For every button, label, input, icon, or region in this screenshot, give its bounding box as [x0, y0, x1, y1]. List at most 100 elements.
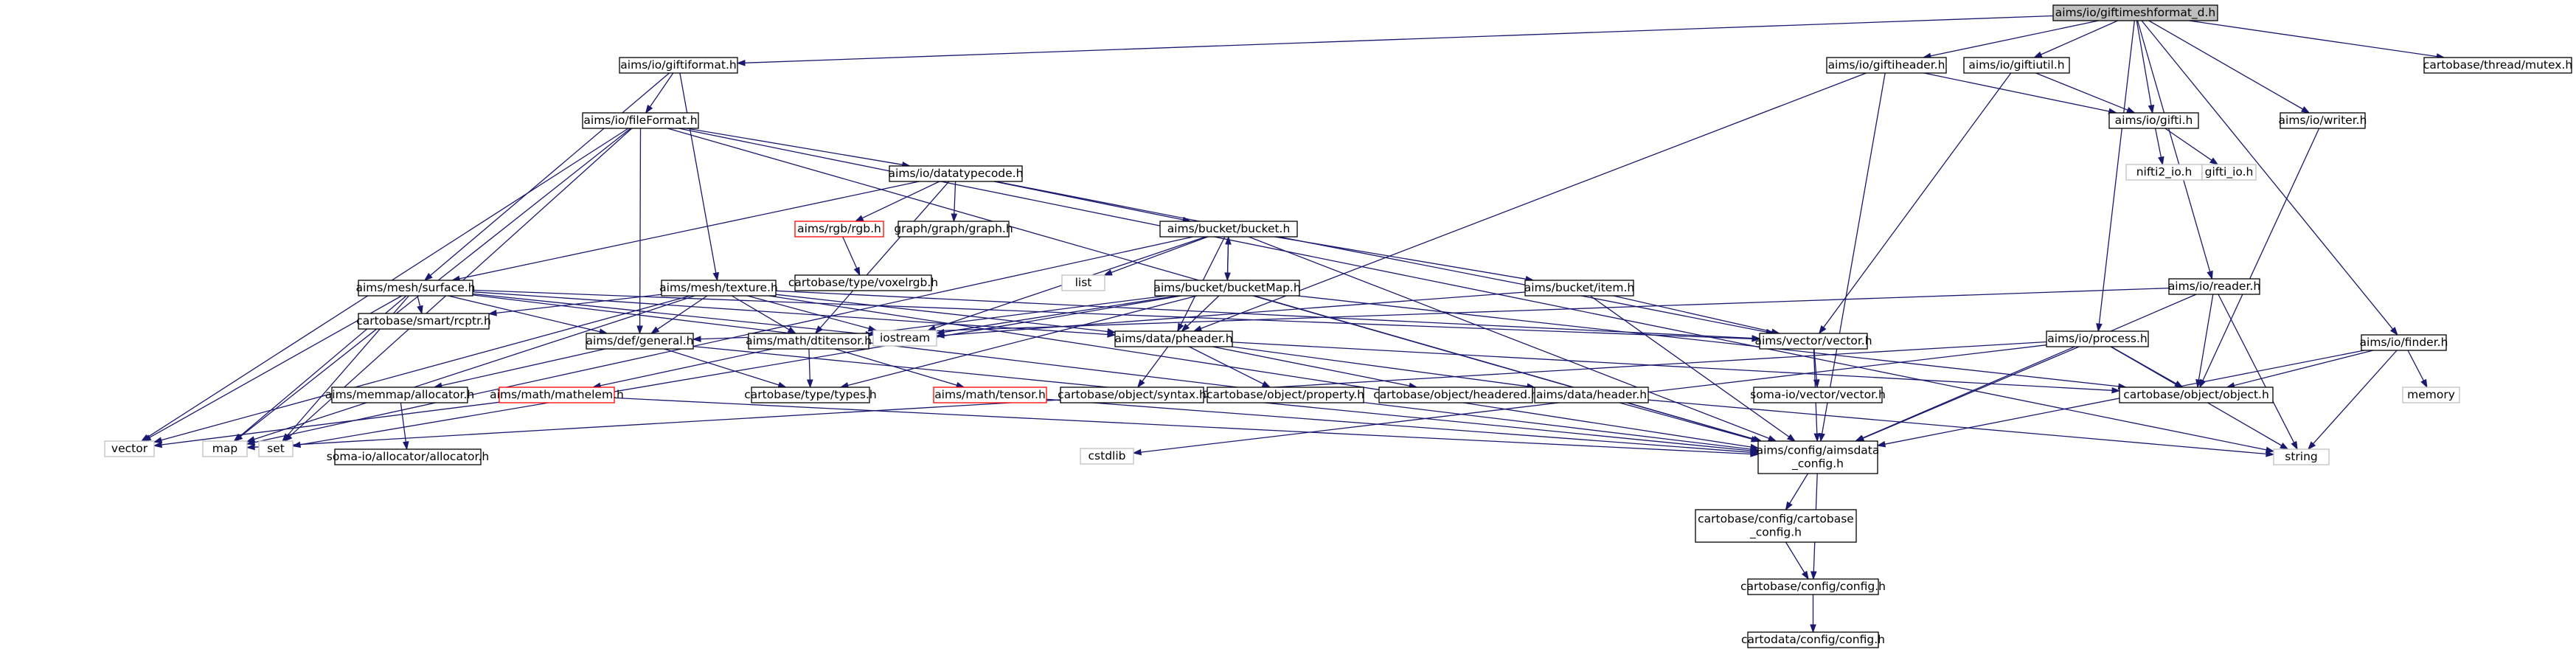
node-cbconfig[interactable]: cartobase/config/config.h	[1740, 578, 1886, 595]
node-vector_h[interactable]: aims/vector/vector.h	[1754, 333, 1872, 350]
node-mathelem[interactable]: aims/math/mathelem.h	[490, 387, 624, 403]
node-box	[202, 440, 248, 457]
node-cstdlib[interactable]: cstdlib	[1080, 448, 1134, 465]
edge-line	[161, 401, 500, 446]
edge-fileformat-to-datatypecode	[686, 128, 912, 168]
edge-line	[649, 72, 674, 108]
edge-dtitensor-to-types	[806, 348, 813, 389]
node-giftiformat[interactable]: aims/io/giftiformat.h	[619, 57, 738, 74]
edge-line	[1613, 295, 1773, 333]
node-headered[interactable]: cartobase/object/headered.h	[1373, 387, 1538, 403]
node-box	[2046, 330, 2149, 347]
edge-line	[1821, 72, 1886, 434]
arrowhead	[246, 443, 255, 451]
arrowhead	[1177, 322, 1184, 333]
node-dtitensor[interactable]: aims/math/dtitensor.h	[746, 333, 872, 350]
node-surface[interactable]: aims/mesh/surface.h	[356, 280, 476, 297]
node-giftiutil[interactable]: aims/io/giftiutil.h	[1963, 57, 2070, 74]
node-process[interactable]: aims/io/process.h	[2046, 330, 2149, 347]
node-memory[interactable]: memory	[2402, 387, 2460, 403]
arrowhead	[2280, 443, 2289, 450]
edge-root-to-mutex	[2189, 20, 2445, 60]
node-somavector[interactable]: soma-io/vector/vector.h	[1750, 387, 1886, 403]
node-tensor[interactable]: aims/math/tensor.h	[933, 387, 1047, 403]
edge-line	[459, 181, 920, 280]
node-map[interactable]: map	[202, 440, 248, 457]
node-header[interactable]: aims/data/header.h	[1534, 387, 1649, 403]
node-rcptr[interactable]: cartobase/smart/rcptr.h	[356, 313, 491, 330]
node-property[interactable]: cartobase/object/property.h	[1207, 387, 1364, 403]
node-datatypecode[interactable]: aims/io/datatypecode.h	[889, 165, 1024, 182]
arrowhead	[423, 272, 433, 281]
node-somaalloc[interactable]: soma-io/allocator/allocator.h	[327, 448, 489, 465]
edge-line	[664, 348, 780, 386]
arrowhead	[1107, 328, 1117, 335]
node-giftiheader[interactable]: aims/io/giftiheader.h	[1826, 57, 1947, 74]
node-giftiio[interactable]: gifti_io.h	[2201, 164, 2257, 181]
arrowhead	[2389, 327, 2398, 336]
node-writer[interactable]: aims/io/writer.h	[2279, 112, 2367, 129]
arrowhead	[233, 433, 243, 442]
edge-line	[744, 15, 2054, 63]
node-aimsdata[interactable]: aims/config/aimsdata_config.h	[1757, 440, 1880, 474]
node-label: aims/io/reader.h	[2168, 280, 2260, 293]
node-list[interactable]: list	[1061, 274, 1105, 291]
node-box	[2402, 387, 2460, 403]
node-box	[104, 440, 155, 457]
node-label: aims/io/giftimeshformat_d.h	[2055, 6, 2216, 20]
node-item[interactable]: aims/bucket/item.h	[1524, 280, 1634, 297]
node-string[interactable]: string	[2273, 448, 2330, 465]
node-label: memory	[2407, 388, 2455, 401]
node-pheader[interactable]: aims/data/pheader.h	[1114, 330, 1233, 347]
edge-datatypecode-to-bucket	[993, 181, 1192, 223]
node-iostream[interactable]: iostream	[872, 330, 937, 347]
edge-line	[1212, 346, 1410, 387]
node-types[interactable]: cartobase/type/types.h	[744, 387, 877, 403]
node-bucket[interactable]: aims/bucket/bucket.h	[1159, 221, 1298, 238]
node-cartobaseconfig[interactable]: cartobase/config/cartobase_config.h	[1695, 509, 1857, 543]
arrowhead	[1811, 571, 1817, 581]
node-label: vector	[111, 442, 148, 455]
arrowhead	[1876, 440, 1886, 448]
node-texture[interactable]: aims/mesh/texture.h	[659, 280, 778, 297]
edge-dtitensor-to-tensor	[834, 348, 965, 389]
node-reader[interactable]: aims/io/reader.h	[2168, 278, 2260, 295]
edge-line	[472, 294, 1752, 450]
node-defgeneral[interactable]: aims/def/general.h	[586, 333, 694, 350]
edge-line	[299, 295, 1182, 446]
node-box	[748, 333, 869, 350]
edge-bucketmap-to-bucket	[1225, 235, 1232, 281]
node-label: aims/config/aimsdata	[1757, 444, 1880, 457]
edge-surface-to-rcptr	[417, 295, 423, 315]
node-box	[1757, 440, 1878, 474]
node-vector[interactable]: vector	[104, 440, 155, 457]
edge-root-to-process	[2096, 20, 2135, 333]
node-rgb[interactable]: aims/rgb/rgb.h	[794, 221, 884, 238]
edge-line	[600, 348, 773, 387]
edge-reader-to-aimsdata	[1854, 294, 2197, 442]
node-mutex[interactable]: cartobase/thread/mutex.h	[2423, 57, 2572, 74]
edge-line	[731, 295, 790, 330]
node-memmap[interactable]: aims/memmap/allocator.h	[325, 387, 474, 403]
node-object[interactable]: cartobase/object/object.h	[2119, 387, 2274, 403]
node-cdconfig[interactable]: cartodata/config/config.h	[1741, 631, 1885, 648]
node-bucketmap[interactable]: aims/bucket/bucketMap.h	[1153, 280, 1301, 297]
arrowhead	[2265, 446, 2275, 454]
node-label: aims/io/gifti.h	[2115, 114, 2193, 127]
node-label: cartobase/object/property.h	[1207, 388, 1364, 401]
node-voxelrgb[interactable]: cartobase/type/voxelrgb.h	[788, 274, 938, 291]
node-root[interactable]: aims/io/giftimeshformat_d.h	[2052, 4, 2218, 21]
node-fileformat[interactable]: aims/io/fileFormat.h	[582, 112, 699, 129]
edge-giftiformat-to-texture	[679, 72, 720, 282]
edge-root-to-giftiheader	[1922, 20, 2099, 60]
node-set[interactable]: set	[258, 440, 294, 457]
edge-texture-to-defgeneral	[650, 295, 708, 334]
node-graphgraph[interactable]: graph/graph/graph.h	[894, 221, 1013, 238]
node-gifti[interactable]: aims/io/gifti.h	[2108, 112, 2199, 129]
edge-item-to-iostream	[935, 291, 1526, 339]
edge-texture-to-map	[246, 295, 695, 443]
node-nifti2io[interactable]: nifti2_io.h	[2125, 164, 2203, 181]
arrowhead	[692, 336, 701, 342]
node-finder[interactable]: aims/io/finder.h	[2360, 334, 2448, 351]
node-syntax[interactable]: cartobase/object/syntax.h	[1058, 387, 1207, 403]
